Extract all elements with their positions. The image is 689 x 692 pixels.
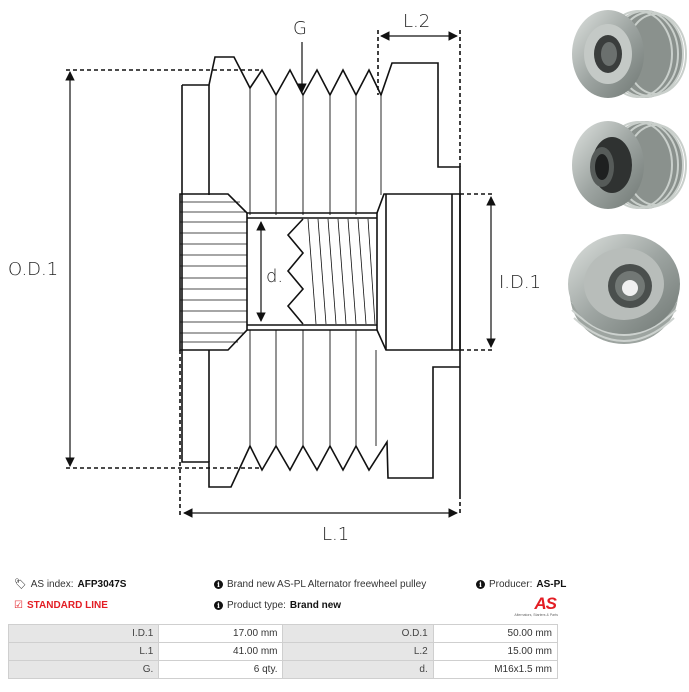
info-icon: i bbox=[476, 580, 485, 589]
pulley-photo-side-back bbox=[572, 121, 687, 209]
pulley-photo-side-front bbox=[572, 10, 687, 98]
info-icon: i bbox=[214, 580, 223, 589]
spec-key: L.1 bbox=[7, 642, 160, 661]
label-id1: I.D.1 bbox=[499, 272, 541, 293]
spline-hub bbox=[179, 193, 248, 351]
label-g: G bbox=[293, 18, 307, 39]
as-pl-logo: AS Alternators, Starters & Parts bbox=[506, 595, 558, 619]
spec-table: I.D.1 17.00 mm O.D.1 50.00 mm L.1 41.00 … bbox=[7, 624, 559, 679]
spec-value: 17.00 mm bbox=[158, 624, 284, 643]
threaded-bore bbox=[247, 212, 378, 331]
spec-key: G. bbox=[7, 660, 160, 679]
spec-value: 50.00 mm bbox=[432, 624, 559, 643]
table-row: L.1 41.00 mm L.2 15.00 mm bbox=[7, 642, 559, 661]
spec-value: 6 qty. bbox=[158, 660, 284, 679]
technical-drawing: G L.2 O.D.1 I.D.1 d. L.1 bbox=[8, 11, 541, 545]
checkbox-checked-icon: ☑ bbox=[14, 600, 23, 611]
pulley-outline-bottom bbox=[181, 85, 460, 488]
spec-value: M16x1.5 mm bbox=[432, 660, 559, 679]
product-type-value: Brand new bbox=[289, 600, 342, 611]
pulley-photo-front bbox=[568, 234, 680, 344]
standard-line-label: STANDARD LINE bbox=[26, 600, 108, 611]
right-hub bbox=[376, 193, 461, 351]
pulley-outline-top bbox=[182, 56, 461, 495]
logo-tagline: Alternators, Starters & Parts bbox=[514, 613, 558, 617]
product-description: Brand new AS-PL Alternator freewheel pul… bbox=[227, 579, 427, 590]
table-row: G. 6 qty. d. M16x1.5 mm bbox=[7, 660, 559, 679]
label-l1: L.1 bbox=[322, 524, 349, 545]
spec-key: d. bbox=[282, 660, 434, 679]
standard-line-badge: ☑ STANDARD LINE bbox=[14, 600, 108, 611]
spec-key: I.D.1 bbox=[7, 624, 160, 643]
label-d: d. bbox=[266, 266, 283, 287]
producer-value: AS-PL bbox=[536, 579, 567, 590]
product-type-label: Product type: bbox=[227, 600, 286, 611]
producer-label: Producer: bbox=[489, 579, 533, 590]
product-type-row: i Product type: Brand new bbox=[214, 600, 341, 611]
as-index-row: 🏷︎ AS index: AFP3047S bbox=[14, 579, 126, 590]
table-row: I.D.1 17.00 mm O.D.1 50.00 mm bbox=[7, 624, 559, 643]
spec-key: L.2 bbox=[282, 642, 434, 661]
as-index-label: AS index: bbox=[30, 579, 74, 590]
description-row: i Brand new AS-PL Alternator freewheel p… bbox=[214, 579, 426, 590]
info-icon: i bbox=[214, 601, 223, 610]
spec-key: O.D.1 bbox=[282, 624, 434, 643]
spec-value: 15.00 mm bbox=[432, 642, 559, 661]
tags-icon: 🏷︎ bbox=[14, 579, 27, 590]
label-l2: L.2 bbox=[403, 11, 430, 32]
producer-row: i Producer: AS-PL bbox=[476, 579, 566, 590]
spec-value: 41.00 mm bbox=[158, 642, 284, 661]
label-od1: O.D.1 bbox=[8, 259, 58, 280]
as-index-value: AFP3047S bbox=[77, 579, 127, 590]
logo-mark: AS bbox=[534, 594, 557, 613]
